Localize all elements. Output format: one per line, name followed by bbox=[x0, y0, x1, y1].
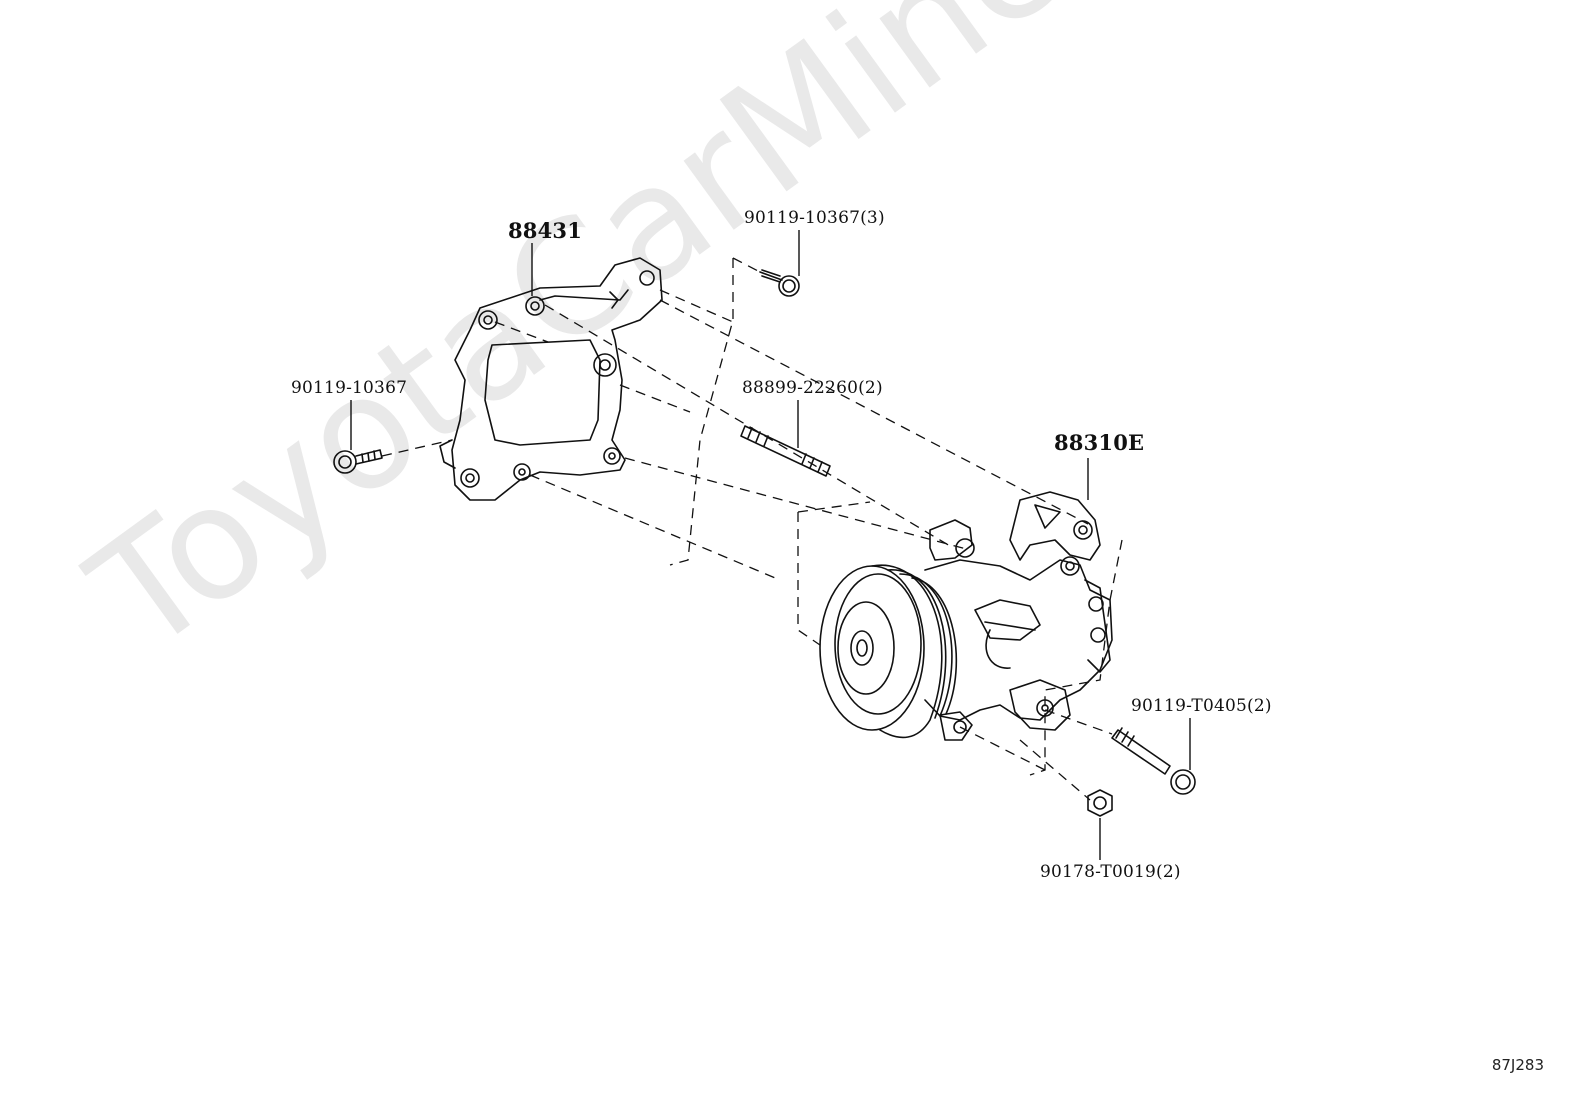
label-bolt-top: 90119-10367(3) bbox=[744, 208, 885, 228]
bolt-right-90119-T0405[interactable] bbox=[1111, 727, 1196, 795]
nut-90178-T0019[interactable] bbox=[1087, 789, 1113, 817]
stud-88899-22260[interactable] bbox=[740, 425, 831, 477]
label-nut: 90178-T0019(2) bbox=[1040, 862, 1181, 882]
bracket-88431[interactable] bbox=[439, 257, 663, 501]
bolt-left-90119-10367[interactable] bbox=[333, 449, 383, 474]
label-bolt-left: 90119-10367 bbox=[291, 378, 408, 398]
label-bracket: 88431 bbox=[508, 218, 583, 243]
bolt-top-90119-10367[interactable] bbox=[759, 269, 800, 297]
diagram-code: 87J283 bbox=[1491, 1056, 1544, 1074]
compressor-88310E[interactable] bbox=[819, 491, 1113, 741]
alignment-lines bbox=[381, 257, 1123, 801]
label-bolt-right: 90119-T0405(2) bbox=[1131, 696, 1272, 716]
label-stud: 88899-22260(2) bbox=[742, 378, 883, 398]
leader-lines bbox=[350, 230, 1191, 860]
label-compressor: 88310E bbox=[1054, 430, 1145, 455]
